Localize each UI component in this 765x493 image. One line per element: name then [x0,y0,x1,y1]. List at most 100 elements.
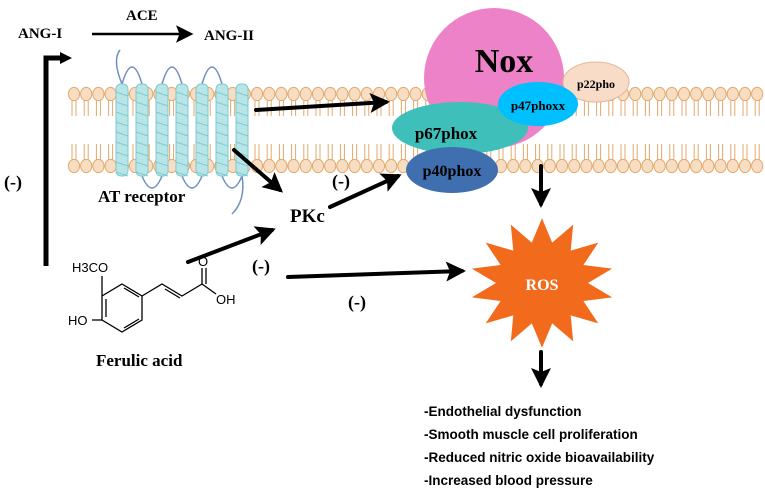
ferulic-to-pkc-inhibition-sign: (-) [252,256,270,277]
helix-stripe [175,91,189,97]
receptor-c-terminus [231,175,244,215]
receptor-n-terminus [115,49,123,85]
p40phox-label: p40phox [423,163,482,180]
feedback-inhibition-line [43,55,64,266]
lipid-head [336,86,349,102]
lipid-head [324,86,337,102]
p40phox-subunit [406,147,498,193]
lipid-head [714,158,727,174]
lipid-head [311,158,325,174]
lipid-head [80,158,93,174]
lipid-head [665,158,678,174]
p47phox-subunit [498,82,578,126]
p22phox-subunit [562,61,630,103]
lipid-head [397,86,410,102]
ang-ii-to-nox-arrow [254,93,390,113]
lipid-head [263,86,276,102]
lipid-head [677,158,691,174]
ferulic-to-ros-arrow [286,261,466,282]
lipid-head [653,86,666,102]
helix-stripe [175,101,189,107]
propenoic-chain [141,283,203,297]
lipid-head [67,158,81,174]
lipid-head [604,158,617,174]
helix-stripe [195,141,209,147]
lipid-head [592,158,605,174]
lipid-head [104,86,117,102]
receptor-loop [161,66,183,85]
outcome-item: -Reduced nitric oxide bioavailability [424,450,655,465]
p22phox-label: p22pho [577,77,615,91]
outcome-item: -Endothelial dysfunction [424,404,582,419]
receptor-loop [221,175,243,189]
at-receptor-graphic [115,49,249,215]
lipid-head [677,86,691,102]
ros-label: ROS [526,277,559,294]
helix-stripe [155,131,169,137]
lipid-head [385,86,398,102]
lipid-head [629,158,642,174]
helix-stripe [195,151,209,157]
pkc-to-p40phox-arrow [328,173,402,209]
helix-stripe [155,141,169,147]
pkc-label: PKc [290,206,325,227]
p47phox-label: p47phoxx [511,98,566,113]
lipid-head [299,158,312,174]
lipid-head [311,86,325,102]
ang-ii-label: ANG-II [204,28,254,44]
helix-stripe [135,151,149,157]
helix-stripe [235,161,249,167]
helix-stripe [155,101,169,107]
lipid-head [641,158,654,174]
helix-stripe [115,91,129,97]
nox-complex: Nox p22pho p47phoxx p67phox p40phox [392,8,630,193]
lipid-head [275,86,288,102]
helix-stripe [115,111,129,117]
lipid-head [348,86,361,102]
ring-double-bond-3 [123,287,140,298]
receptor-loop [141,175,163,189]
helix-stripe [155,111,169,117]
helix-stripe [195,91,209,97]
ros-starburst [471,218,613,348]
ace-enzyme-label: ACE [126,8,158,24]
helix-stripe [215,111,229,117]
lipid-head [751,158,764,174]
helix-stripe [215,141,229,147]
lipid-head [348,158,361,174]
helix-stripe [195,111,209,117]
lipid-head [67,86,81,102]
helix-stripe [135,91,149,97]
helix-stripe [215,151,229,157]
helix-stripe [235,141,249,147]
helix-stripe [115,141,129,147]
lipid-head [360,86,373,102]
helix-stripe [155,161,169,167]
lipid-head [385,158,398,174]
lipid-head [641,86,654,102]
lipid-head [360,158,373,174]
helix-stripe [135,131,149,137]
lipid-head [543,158,556,174]
ferulic-acid-structure [92,268,217,333]
helix-stripe [115,161,129,167]
helix-stripe [115,171,129,177]
helix-stripe [195,131,209,137]
lipid-head [287,158,300,174]
lipid-head [580,158,593,174]
helix-stripe [235,131,249,137]
pkc-to-nox-inhibition-sign: (-) [332,171,350,192]
lipid-head [665,86,678,102]
p67phox-subunit [392,102,528,154]
carbonyl-oxygen-label: O [198,254,208,269]
lipid-head [702,158,715,174]
lipid-head [263,158,276,174]
helix-stripe [175,111,189,117]
helix-stripe [175,171,189,177]
helix-stripe [175,151,189,157]
outcome-list: -Endothelial dysfunction -Smooth muscle … [424,404,655,488]
alkene-double-bond [164,288,181,299]
p67phox-label: p67phox [415,124,478,143]
lipid-head [738,86,752,102]
ferulic-to-pkc-arrow [186,226,276,264]
